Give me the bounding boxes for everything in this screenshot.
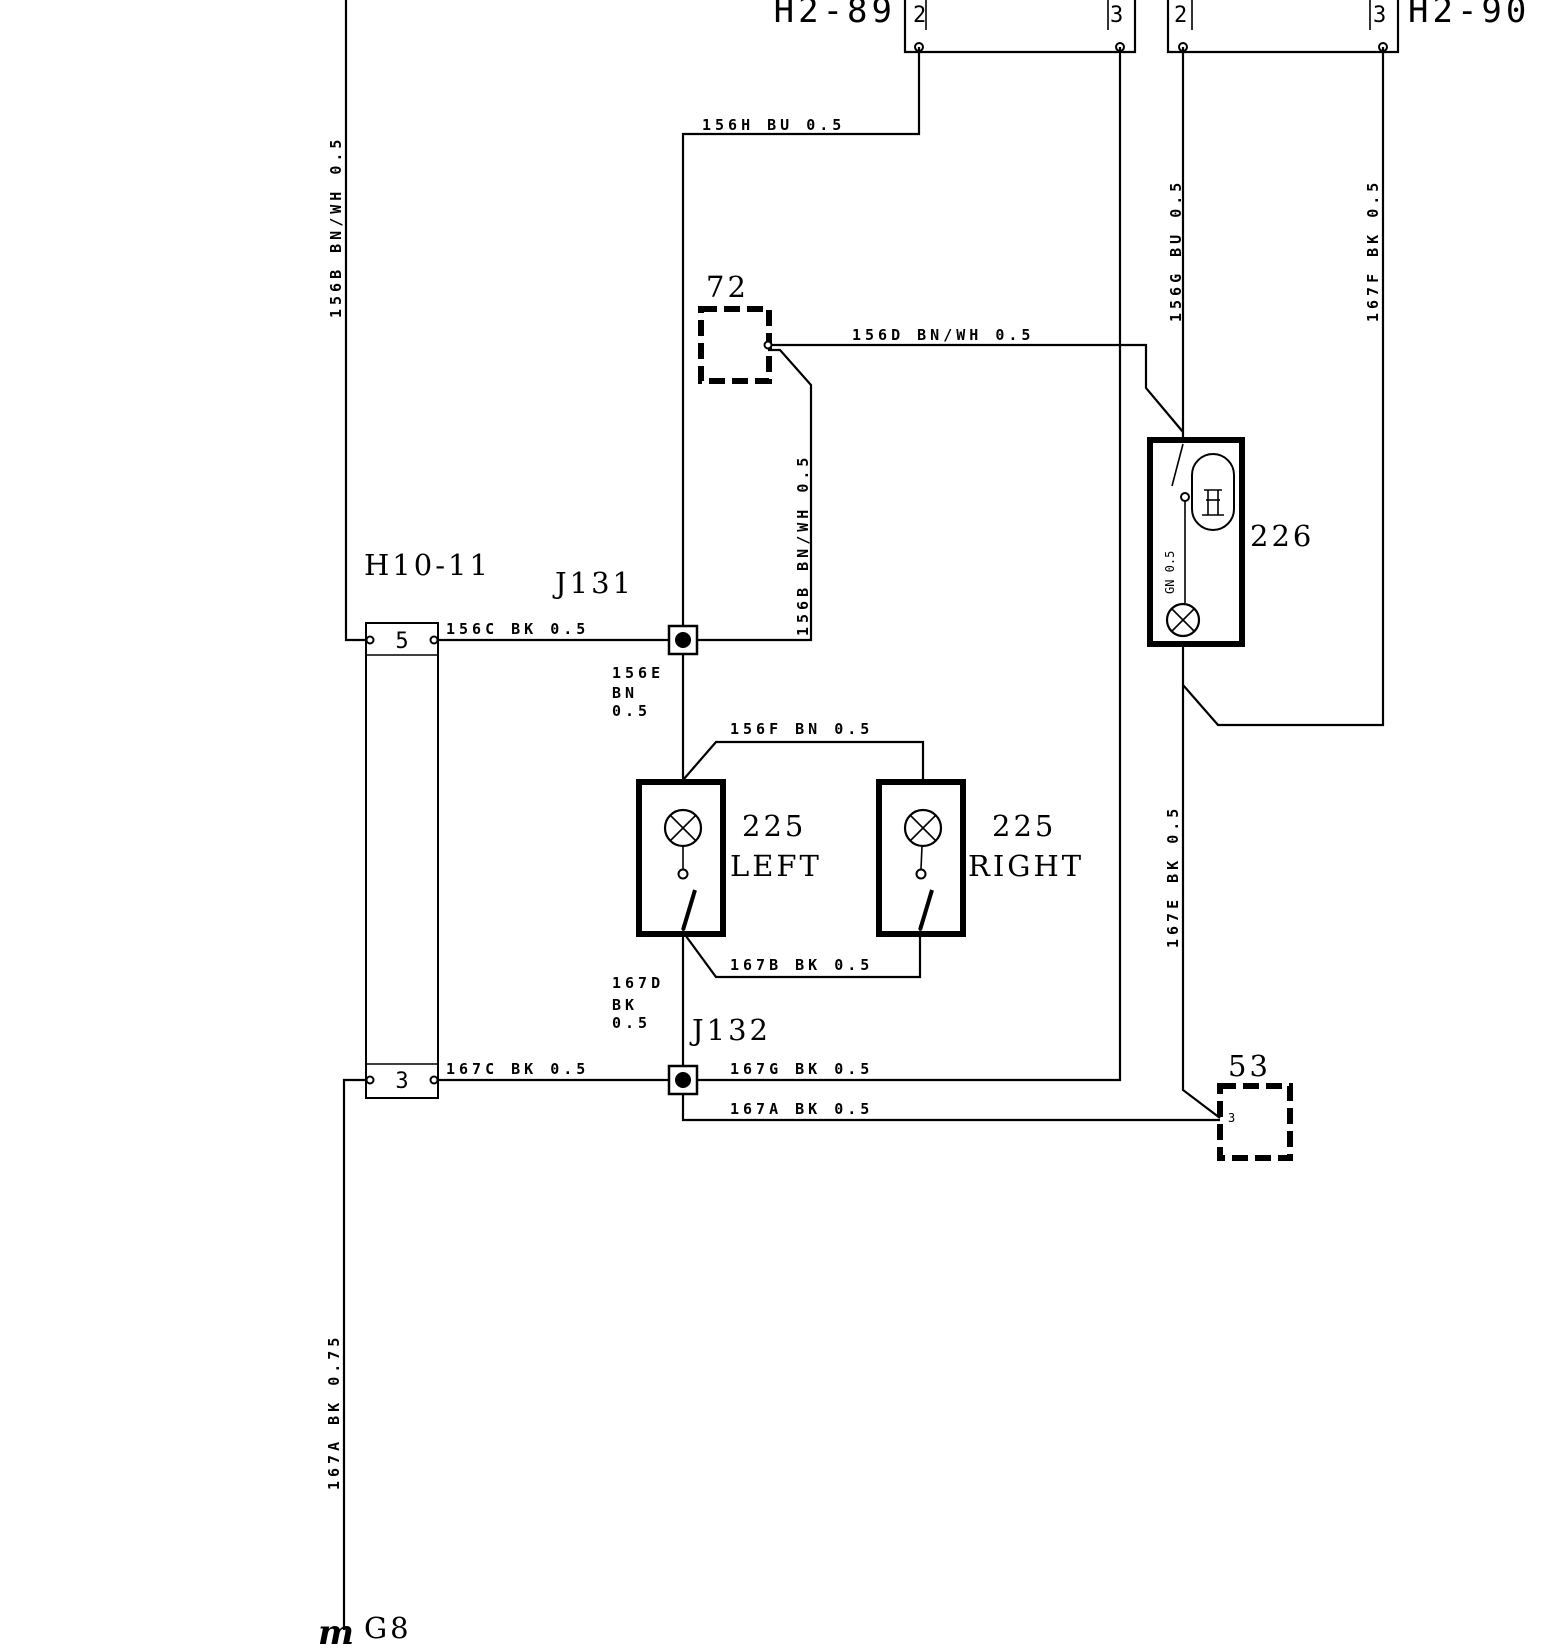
seat-icon <box>1202 489 1224 516</box>
component-53-pin: 3 <box>1228 1111 1235 1125</box>
wire-label-167d-line2: BK <box>612 996 638 1014</box>
wire-label-156e-line1: 156E <box>612 664 664 682</box>
connector-h2-89: H2-89 2 3 <box>774 0 1137 54</box>
lamp-icon <box>663 808 703 848</box>
connector-h2-90: 2 3 H2-90 <box>1166 0 1530 54</box>
junction-j132: J132 <box>667 1013 771 1096</box>
wire-label-156c: 156C BK 0.5 <box>446 620 589 638</box>
wire-label-167f: 167F BK 0.5 <box>1364 179 1382 322</box>
connector-h10-11: 5 3 H10-11 <box>364 548 491 1099</box>
junction-j131: J131 <box>552 566 699 656</box>
wire-label-167e: 167E BK 0.5 <box>1164 805 1182 948</box>
wire-label-156b-top: 156B BN/WH 0.5 <box>327 136 345 318</box>
component-226-internal-wire-label: GN 0.5 <box>1163 551 1177 594</box>
wires <box>342 0 1385 1630</box>
wire-label-167d-line3: 0.5 <box>612 1014 651 1032</box>
ground-g8: m G8 <box>318 1611 412 1648</box>
component-225-right-side: RIGHT <box>968 849 1084 883</box>
component-53: 3 53 <box>1217 1049 1293 1161</box>
wire-label-156f: 156F BN 0.5 <box>730 720 873 738</box>
wire-label-156g: 156G BU 0.5 <box>1167 179 1185 322</box>
connector-h2-90-label: H2-90 <box>1408 0 1530 31</box>
lamp-icon <box>903 808 943 848</box>
connector-h2-89-pin-2: 2 <box>913 3 926 28</box>
wire-label-156e-line2: BN <box>612 684 638 702</box>
component-225-left-side: LEFT <box>730 849 822 883</box>
component-72-label: 72 <box>706 270 749 304</box>
ground-icon: m <box>318 1613 354 1648</box>
component-225-right-number: 225 <box>992 809 1056 843</box>
wire-label-167c: 167C BK 0.5 <box>446 1060 589 1078</box>
wire-label-156b-right: 156B BN/WH 0.5 <box>794 454 812 636</box>
component-226-label: 226 <box>1250 519 1314 553</box>
lamp-icon <box>1165 602 1201 638</box>
connector-h10-11-label: H10-11 <box>364 548 491 582</box>
wire-label-167a-horizontal: 167A BK 0.5 <box>730 1100 873 1118</box>
component-225-right: 225 RIGHT <box>876 779 1084 937</box>
connector-h2-90-pin-2: 2 <box>1174 3 1187 28</box>
connector-h2-89-label: H2-89 <box>774 0 896 31</box>
wire-label-167g: 167G BK 0.5 <box>730 1060 873 1078</box>
connector-h2-90-pin-3: 3 <box>1373 3 1386 28</box>
connector-h10-11-pin-5: 5 <box>395 629 408 654</box>
wire-label-156d: 156D BN/WH 0.5 <box>852 326 1034 344</box>
component-226: GN 0.5 226 <box>1147 437 1314 647</box>
wire-label-167d-line1: 167D <box>612 974 664 992</box>
wire-labels: 156B BN/WH 0.5 156H BU 0.5 156G BU 0.5 1… <box>325 116 1382 1490</box>
component-225-left-number: 225 <box>742 809 806 843</box>
wire-label-167a-vertical: 167A BK 0.75 <box>325 1334 343 1490</box>
component-72: 72 <box>698 270 773 384</box>
wire-label-156e-line3: 0.5 <box>612 702 651 720</box>
junction-j132-label: J132 <box>689 1013 771 1047</box>
ground-g8-label: G8 <box>364 1611 412 1645</box>
connector-h10-11-pin-3: 3 <box>395 1069 408 1094</box>
connector-h2-89-pin-3: 3 <box>1110 3 1123 28</box>
switch-icon <box>681 889 697 934</box>
wire-label-167b: 167B BK 0.5 <box>730 956 873 974</box>
wire-label-156h: 156H BU 0.5 <box>702 116 845 134</box>
component-225-left: 225 LEFT <box>636 779 822 937</box>
component-53-label: 53 <box>1228 1049 1271 1083</box>
switch-icon <box>918 889 934 934</box>
junction-j131-label: J131 <box>552 566 634 600</box>
